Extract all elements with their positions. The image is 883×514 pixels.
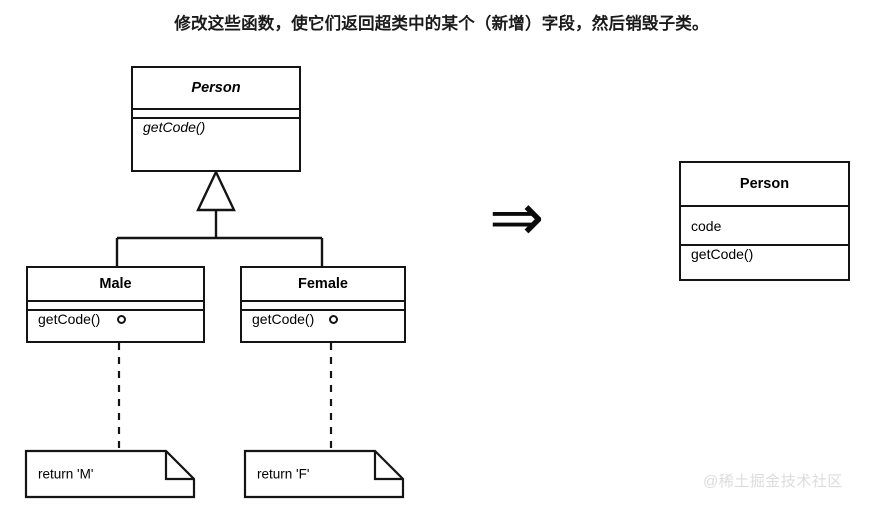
note-male[interactable]: return 'M' xyxy=(26,451,194,497)
class-name-label: Person xyxy=(191,80,241,96)
class-name-label: Person xyxy=(739,176,790,192)
methods-compartment: getCode() xyxy=(242,309,404,327)
attributes-compartment xyxy=(133,108,299,117)
method-label: getCode() xyxy=(691,246,754,262)
class-box-female[interactable]: Female getCode() xyxy=(240,266,406,343)
class-name-label: Female xyxy=(298,276,348,292)
class-name-compartment: Person xyxy=(681,163,848,205)
watermark: @稀土掘金技术社区 xyxy=(703,473,843,490)
method-label: getCode() xyxy=(143,119,206,135)
methods-compartment: getCode() xyxy=(28,309,203,327)
note-text: return 'M' xyxy=(38,466,94,482)
note-female[interactable]: return 'F' xyxy=(245,451,403,497)
class-box-male[interactable]: Male getCode() xyxy=(26,266,205,343)
attributes-compartment: code xyxy=(681,205,848,244)
method-label: getCode() xyxy=(38,311,101,327)
class-name-label: Male xyxy=(99,276,132,292)
attributes-compartment xyxy=(242,300,404,309)
methods-compartment: getCode() xyxy=(681,244,848,262)
method-label: getCode() xyxy=(252,311,315,327)
class-name-compartment: Person xyxy=(133,68,299,108)
attributes-compartment xyxy=(28,300,203,309)
class-box-person-after[interactable]: Person code getCode() xyxy=(679,161,850,281)
attribute-label: code xyxy=(691,217,722,234)
class-name-compartment: Male xyxy=(28,268,203,300)
class-name-compartment: Female xyxy=(242,268,404,300)
methods-compartment: getCode() xyxy=(133,117,299,135)
refactor-arrow-icon: ⇒ xyxy=(489,185,544,251)
note-text: return 'F' xyxy=(257,466,310,482)
note-anchor-dot-icon xyxy=(117,314,126,324)
arrow-glyph: ⇒ xyxy=(489,179,545,256)
note-shape-female xyxy=(243,449,405,499)
generalization-arrow xyxy=(115,169,324,266)
note-anchor-dot-icon xyxy=(329,314,338,324)
page-title: 修改这些函数，使它们返回超类中的某个（新增）字段，然后销毁子类。 xyxy=(174,15,709,33)
note-shape-male xyxy=(24,449,196,499)
class-box-person-before[interactable]: Person getCode() xyxy=(131,66,301,172)
